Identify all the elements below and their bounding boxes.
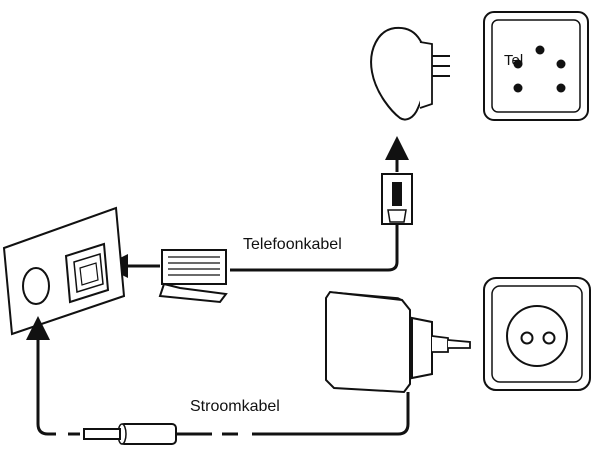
device-back-panel [2,206,126,336]
power-cable-label: Stroomkabel [190,398,280,415]
tel-socket-label: Tel [504,52,524,69]
power-return-arrow [26,316,56,436]
mains-wall-socket [483,277,591,391]
phone-adapter-plug [370,26,450,121]
power-adapter [325,290,471,394]
tel-socket-holes [513,45,566,93]
rj11-port [64,242,110,304]
dc-power-jack [22,267,50,305]
rj11-plug [158,249,228,304]
power-cable [252,392,410,436]
telephone-wall-socket [483,11,589,121]
telephone-cable-label: Telefoonkabel [243,236,342,253]
telephone-cable [230,224,399,272]
dc-barrel-plug [83,423,177,445]
small-rj11-connector [381,173,413,225]
